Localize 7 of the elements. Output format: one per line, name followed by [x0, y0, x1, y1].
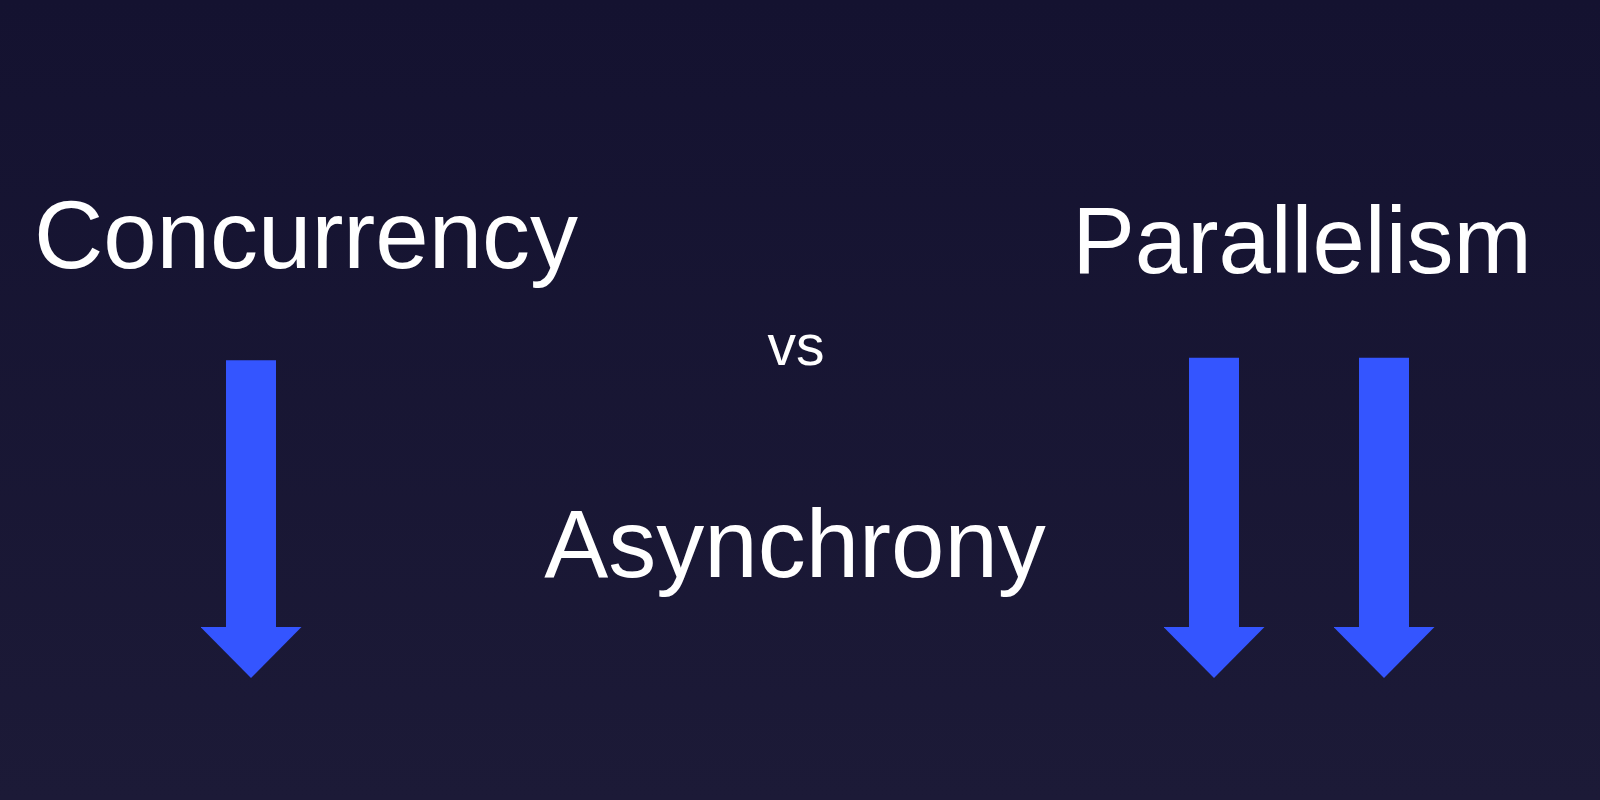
term-heading: Parallelism	[1072, 185, 1532, 298]
down-arrow	[1163, 357, 1265, 678]
down-arrow	[200, 360, 302, 678]
term-heading: Concurrency	[33, 177, 579, 293]
down-arrow	[1333, 357, 1435, 678]
versus-label: vs	[767, 312, 825, 379]
term-label: Asynchrony	[544, 489, 1046, 599]
